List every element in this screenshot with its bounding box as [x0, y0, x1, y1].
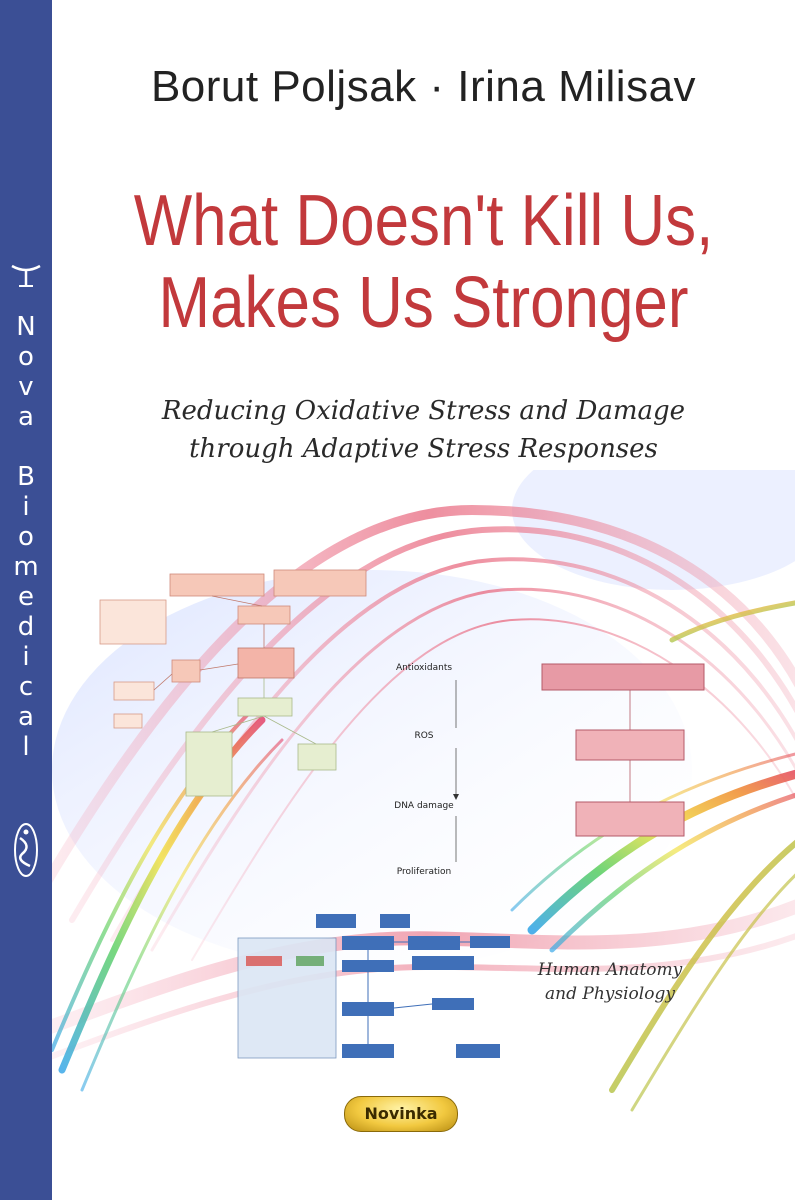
diagram-label-proliferation: Proliferation: [397, 867, 451, 877]
spine-letter: c: [18, 672, 34, 702]
title-line-2: Makes Us Stronger: [158, 263, 689, 343]
spine-letter: i: [22, 642, 30, 672]
subtitle-line-2: through Adaptive Stress Responses: [189, 434, 658, 464]
spine-letter: a: [18, 402, 34, 432]
book-title: What Doesn't Kill Us, Makes Us Stronger: [104, 180, 743, 344]
spine-letter: d: [17, 612, 35, 642]
book-authors: Borut Poljsak · Irina Milisav: [150, 62, 697, 111]
title-line-1: What Doesn't Kill Us,: [133, 181, 714, 261]
spine-letter: a: [18, 702, 34, 732]
spine-letter: [0, 432, 52, 462]
diagram-label-antioxidants: Antioxidants: [396, 663, 452, 673]
cover-artwork: Antioxidants ROS DNA damage Proliferatio…: [52, 470, 795, 1112]
series-line-2: and Physiology: [545, 984, 675, 1004]
spine-letter: e: [18, 582, 34, 612]
spine-letter: m: [13, 552, 39, 582]
spine-letter: N: [16, 312, 36, 342]
spine-letter: i: [22, 492, 30, 522]
spine-letter: v: [18, 372, 34, 402]
subtitle-line-1: Reducing Oxidative Stress and Damage: [161, 396, 686, 426]
spine-letter: o: [18, 522, 34, 552]
spine-letter: B: [17, 462, 35, 492]
publisher-logo-icon: [14, 823, 38, 877]
series-name: Human Anatomy and Physiology: [530, 958, 690, 1006]
diagram-label-ros: ROS: [414, 731, 433, 741]
spine-letter: o: [18, 342, 34, 372]
book-subtitle: Reducing Oxidative Stress and Damage thr…: [52, 392, 795, 468]
spine-letter: l: [22, 732, 30, 762]
nova-emblem-icon: [11, 264, 41, 287]
novinka-badge: Novinka: [344, 1096, 458, 1132]
diagram-label-dna-damage: DNA damage: [394, 801, 454, 811]
series-line-1: Human Anatomy: [537, 960, 683, 980]
